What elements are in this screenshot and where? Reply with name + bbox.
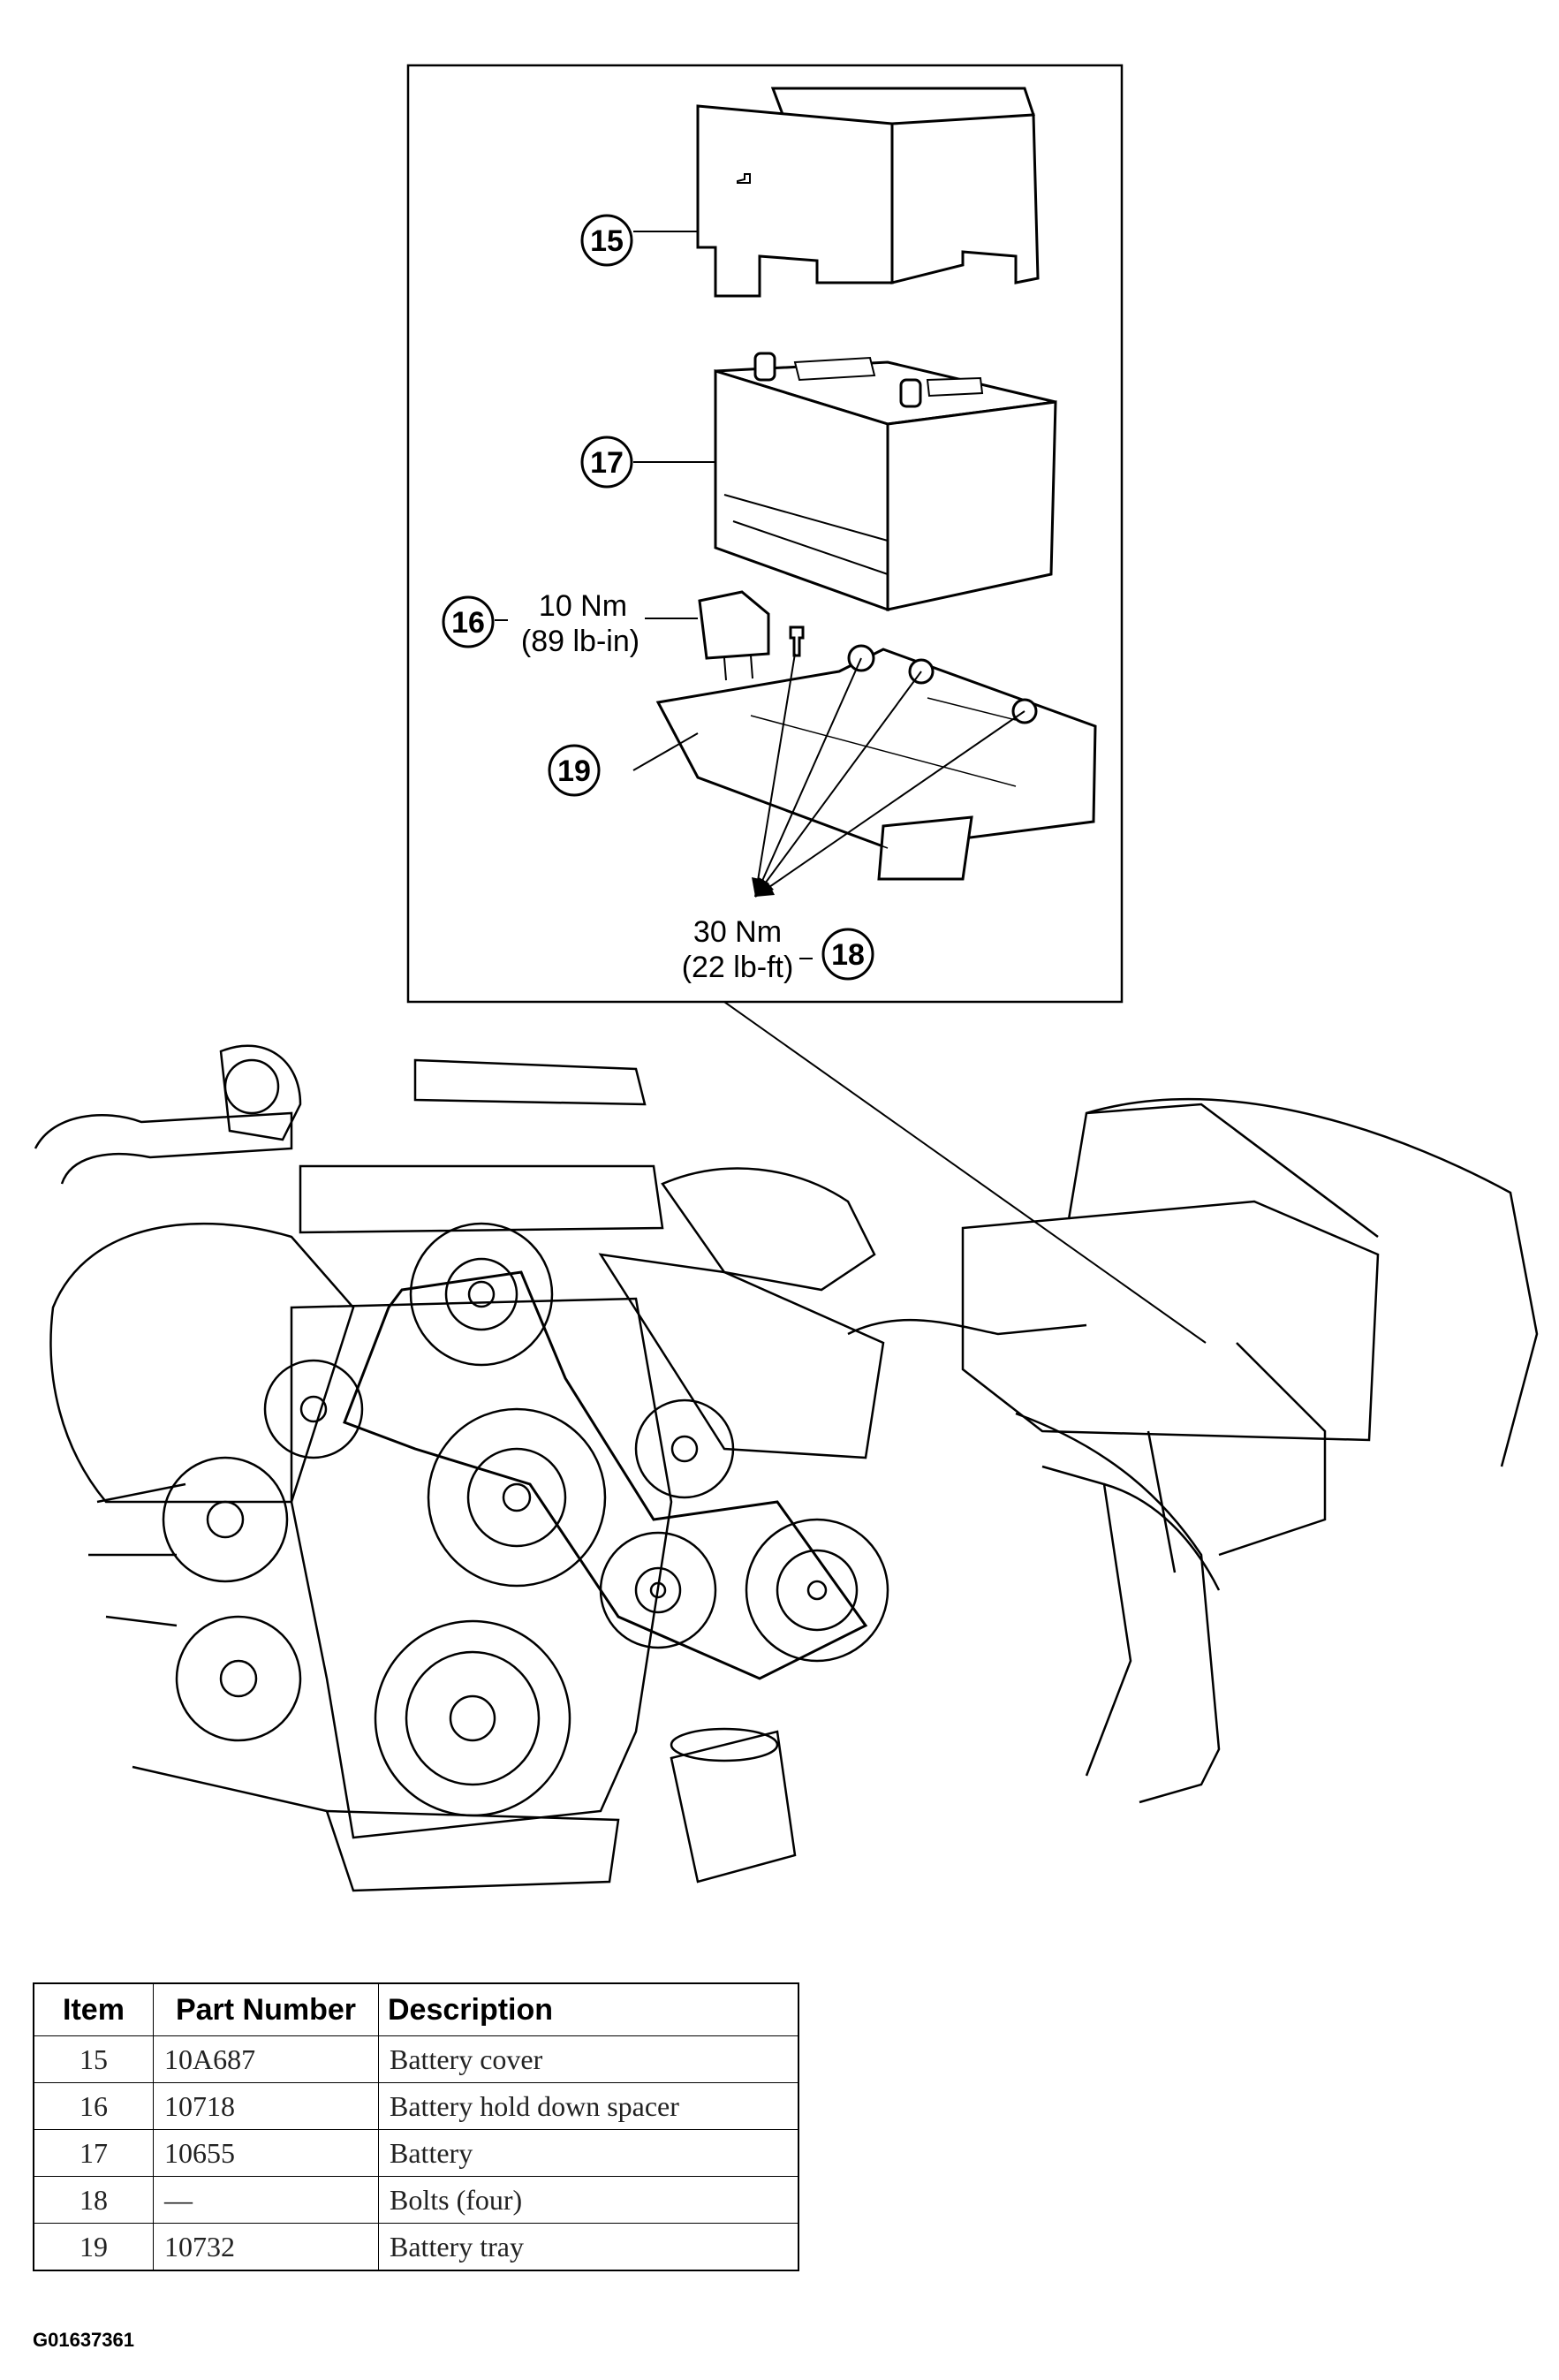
- bolt-arrowheads: [752, 877, 775, 897]
- cell-description: Battery cover: [378, 2035, 799, 2083]
- callout-19-label: 19: [557, 754, 591, 788]
- callout-16: 16: [442, 595, 495, 648]
- battery-cover-drawing: [696, 87, 1040, 298]
- bolts-torque-imperial: (22 lb-ft): [682, 951, 794, 984]
- callout-15: 15: [580, 214, 633, 267]
- table-row: 18 — Bolts (four): [33, 2176, 799, 2224]
- cell-item: 17: [33, 2129, 154, 2177]
- cell-description: Bolts (four): [378, 2176, 799, 2224]
- callout-leaders: [495, 231, 813, 959]
- callout-17: 17: [580, 436, 633, 489]
- header-description: Description: [378, 1982, 799, 2036]
- battery-drawing: [714, 352, 1057, 612]
- cell-item: 15: [33, 2035, 154, 2083]
- cell-description: Battery hold down spacer: [378, 2082, 799, 2130]
- parts-table-header: Item Part Number Description: [33, 1982, 799, 2036]
- bolt-leader-lines: [754, 653, 1025, 898]
- header-item: Item: [33, 1982, 154, 2036]
- table-row: 15 10A687 Battery cover: [33, 2035, 799, 2083]
- table-row: 19 10732 Battery tray: [33, 2223, 799, 2271]
- spacer-torque-imperial: (89 lb-in): [521, 625, 639, 658]
- callout-15-label: 15: [590, 224, 624, 258]
- callout-17-label: 17: [590, 446, 624, 480]
- cell-part-number: 10A687: [153, 2035, 379, 2083]
- inset-frame: [406, 64, 1124, 1004]
- callout-19: 19: [548, 744, 601, 797]
- cell-description: Battery: [378, 2129, 799, 2177]
- engine-drawing: [34, 1044, 889, 1892]
- callout-16-label: 16: [451, 606, 485, 640]
- cell-part-number: —: [153, 2176, 379, 2224]
- table-row: 16 10718 Battery hold down spacer: [33, 2082, 799, 2130]
- cell-part-number: 10655: [153, 2129, 379, 2177]
- cell-item: 19: [33, 2223, 154, 2271]
- parts-table: Item Part Number Description 15 10A687 B…: [33, 1982, 799, 2271]
- header-part-number: Part Number: [153, 1982, 379, 2036]
- battery-tray-drawing: [655, 644, 1097, 881]
- cell-item: 18: [33, 2176, 154, 2224]
- callout-18-label: 18: [831, 938, 865, 972]
- cell-part-number: 10732: [153, 2223, 379, 2271]
- spacer-torque-nm: 10 Nm: [539, 589, 627, 623]
- hold-down-spacer-drawing: [698, 590, 805, 681]
- cell-description: Battery tray: [378, 2223, 799, 2271]
- fender-and-battery-tray-drawing: [847, 1098, 1539, 1804]
- bolts-torque-nm: 30 Nm: [693, 915, 782, 949]
- callout-18: 18: [821, 928, 874, 981]
- cell-item: 16: [33, 2082, 154, 2130]
- figure-id: G01637361: [33, 2329, 134, 2351]
- table-row: 17 10655 Battery: [33, 2129, 799, 2177]
- cell-part-number: 10718: [153, 2082, 379, 2130]
- inset-pointer-line: [723, 1001, 1207, 1344]
